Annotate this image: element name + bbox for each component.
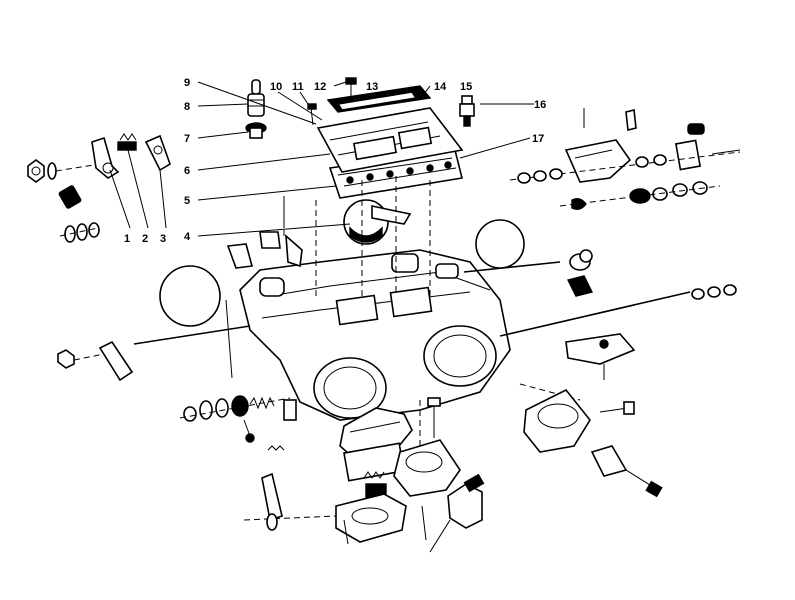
carburetor-body [239,249,511,421]
throttle-discs [159,199,525,327]
jet-assembly-15 [459,95,475,127]
callout-numbers: 1 2 3 4 5 6 7 8 9 10 11 12 13 14 15 16 1… [124,77,546,245]
throttle-disc-left [159,265,221,327]
lower-left-linkage [57,196,303,443]
callout-2: 2 [142,233,148,245]
callout-9: 9 [184,77,190,89]
callout-5: 5 [184,195,190,207]
callout-3: 3 [160,233,166,245]
callout-10: 10 [270,81,282,93]
callout-4: 4 [184,231,191,243]
throttle-disc-right [475,219,525,269]
throttle-shafts [133,249,691,345]
callout-1: 1 [124,233,130,245]
throttle-lever [91,136,120,179]
right-venturi-cylinder [523,388,591,453]
float-needle-valve [245,79,267,139]
left-linkage-parts [27,133,171,243]
right-linkage-parts [509,108,741,211]
float-bowl [335,493,407,543]
callout-7: 7 [184,133,190,145]
callout-8: 8 [184,101,190,113]
top-cover-assembly [245,77,464,199]
callout-leaders [109,81,534,237]
callout-17: 17 [532,133,544,145]
callout-16: 16 [534,99,546,111]
callout-6: 6 [184,165,190,177]
callout-15: 15 [460,81,472,93]
callout-11: 11 [292,81,304,93]
callout-13: 13 [366,81,378,93]
lower-assembly [243,284,737,553]
auxiliary-venturi [393,439,461,497]
callout-12: 12 [314,81,326,93]
callout-14: 14 [434,81,447,93]
